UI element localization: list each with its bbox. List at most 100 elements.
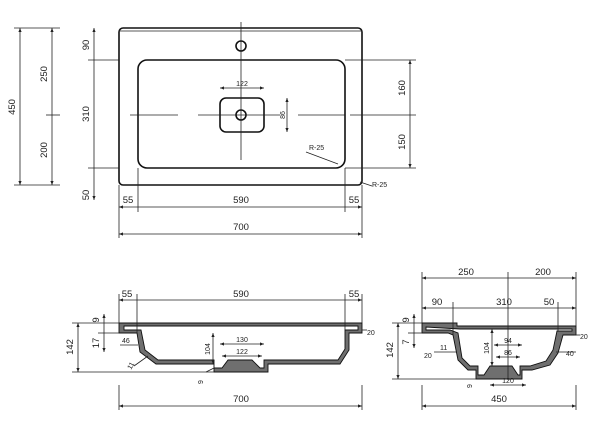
front-dim-rim-17: 17	[91, 338, 102, 349]
dim-basin-depth: 310	[81, 106, 92, 122]
arrowhead	[18, 28, 22, 32]
side-dim-right-40: 40	[566, 351, 574, 358]
arrowhead	[412, 314, 416, 318]
arrowhead	[50, 181, 54, 185]
side-dim-basin-310: 310	[496, 297, 512, 308]
leader-line	[205, 367, 215, 373]
dim-bottom-rim: 50	[81, 190, 92, 201]
arrowhead	[572, 276, 576, 280]
arrowhead	[490, 362, 494, 366]
leader-line	[359, 181, 373, 187]
arrowhead	[119, 298, 123, 302]
dim-depth-upper: 250	[39, 66, 50, 82]
arrowhead	[408, 60, 412, 64]
dim-right-55: 55	[349, 195, 360, 206]
arrowhead	[358, 404, 362, 408]
arrowhead	[220, 86, 224, 90]
arrowhead	[50, 28, 54, 32]
arrowhead	[496, 355, 500, 359]
side-dim-11: 11	[440, 345, 447, 352]
side-dim-right-50: 50	[544, 297, 555, 308]
side-section: 250 200 90 310 50 9 142 7 20 11 104 94 8…	[385, 267, 588, 410]
washbasin-outline	[118, 27, 363, 186]
arrowhead	[572, 306, 576, 310]
radius-inner-label: R-25	[309, 145, 324, 152]
top-view: 450 250 200 90 310 50 160 150 122 86 R-2…	[7, 22, 416, 238]
radius-outer-label: R-25	[372, 182, 387, 189]
arrowhead	[119, 404, 123, 408]
arrowhead	[92, 196, 96, 200]
side-dim-lip-9: 9	[401, 317, 412, 322]
side-dim-back-200: 200	[535, 267, 551, 278]
dim-top-rim: 90	[81, 40, 92, 51]
dim-basin-590: 590	[233, 195, 249, 206]
arrowhead	[260, 86, 264, 90]
arrowhead	[422, 306, 426, 310]
side-dim-left-90: 90	[432, 297, 443, 308]
side-dim-94: 94	[504, 338, 512, 345]
arrowhead	[358, 205, 362, 209]
arrowhead	[516, 355, 520, 359]
front-dim-basin-590: 590	[233, 289, 249, 300]
side-dim-height-142: 142	[385, 342, 396, 358]
dim-overall-width: 700	[233, 222, 249, 233]
arrowhead	[572, 404, 576, 408]
front-dim-overall-700: 700	[233, 394, 249, 405]
front-dim-height-142: 142	[65, 339, 76, 355]
side-dim-86: 86	[504, 350, 512, 357]
arrowhead	[119, 232, 123, 236]
arrowhead	[422, 404, 426, 408]
arrowhead	[220, 342, 224, 346]
leader-line	[133, 355, 149, 367]
side-dim-rim-7: 7	[401, 339, 412, 344]
dimension-arrows	[18, 28, 576, 408]
front-section-body	[118, 322, 363, 373]
side-dim-20: 20	[424, 353, 432, 360]
dim-drain-height: 86	[280, 111, 287, 119]
dim-left-55: 55	[123, 195, 134, 206]
side-dim-depth-104: 104	[484, 342, 491, 354]
arrowhead	[102, 314, 106, 318]
arrowhead	[285, 128, 289, 132]
arrowhead	[422, 276, 426, 280]
dim-overall-depth: 450	[7, 99, 18, 115]
side-dim-bottom-9: 9	[467, 384, 474, 388]
arrowhead	[18, 181, 22, 185]
arrowhead	[358, 232, 362, 236]
front-dim-side-46: 46	[122, 338, 130, 345]
front-dim-depth-104: 104	[205, 343, 212, 355]
arrowhead	[211, 360, 215, 364]
arrowhead	[260, 342, 264, 346]
arrowhead	[412, 344, 416, 348]
arrowhead	[258, 354, 262, 358]
front-dim-bottom-9: 9	[198, 380, 205, 384]
dim-right-upper: 160	[397, 80, 408, 96]
front-dim-wall-11: 11	[127, 361, 137, 371]
arrowhead	[494, 343, 498, 347]
arrowhead	[522, 383, 526, 387]
side-dim-overall-450: 450	[491, 394, 507, 405]
arrowhead	[396, 323, 400, 327]
arrowhead	[76, 323, 80, 327]
dim-drain-width: 122	[236, 81, 248, 88]
front-dim-drain-122: 122	[236, 349, 248, 356]
arrowhead	[490, 383, 494, 387]
arrowhead	[102, 348, 106, 352]
basin-outline	[137, 59, 346, 169]
front-dim-left-55: 55	[122, 289, 133, 300]
front-dim-right-lip-20: 20	[367, 330, 375, 337]
arrowhead	[76, 368, 80, 372]
front-section: 55 590 55 9 142 17 46 11 104 130 122 9 2…	[65, 289, 375, 410]
arrowhead	[211, 333, 215, 337]
side-dim-120: 120	[502, 378, 514, 385]
dim-right-lower: 150	[397, 134, 408, 150]
arrowhead	[119, 205, 123, 209]
arrowhead	[490, 329, 494, 333]
arrowhead	[92, 28, 96, 32]
arrowhead	[222, 354, 226, 358]
arrowhead	[358, 298, 362, 302]
front-dim-drain-130: 130	[236, 337, 248, 344]
leader-line	[305, 151, 339, 165]
arrowhead	[396, 375, 400, 379]
